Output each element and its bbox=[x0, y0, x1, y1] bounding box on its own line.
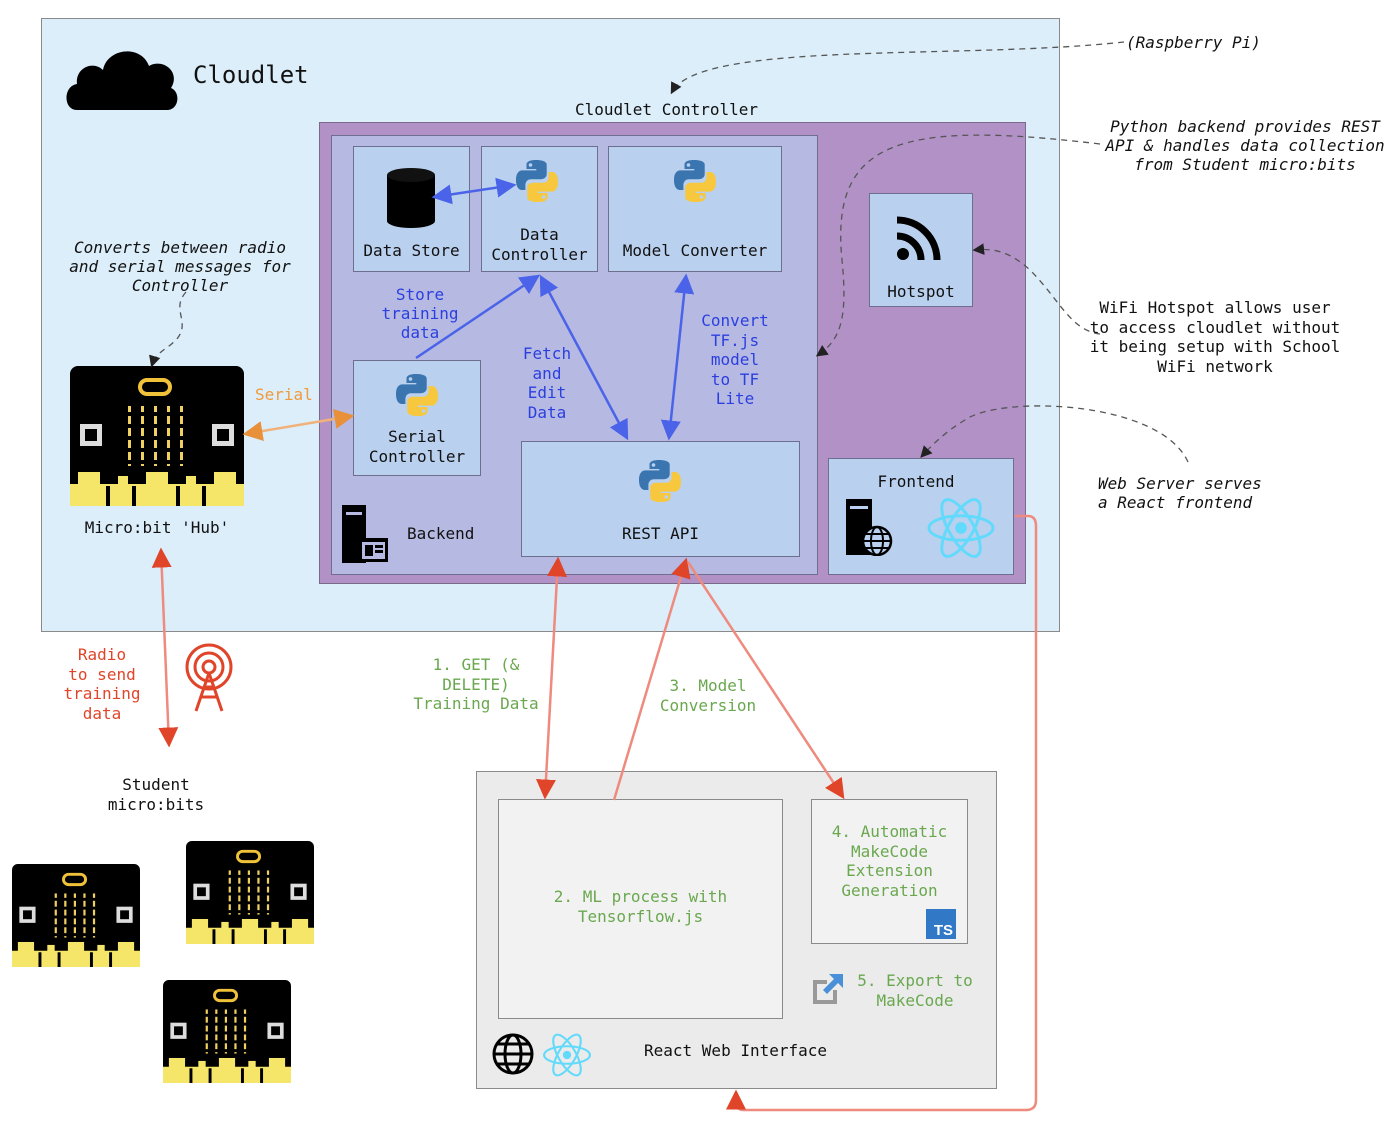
radio-label: Radio to send training data bbox=[63, 645, 141, 723]
model-conversion-label: 3. Model Conversion bbox=[659, 676, 757, 715]
typescript-icon: TS bbox=[926, 909, 956, 939]
ml-process-label: 2. ML process with Tensorflow.js bbox=[553, 887, 728, 926]
data-store-label: Data Store bbox=[363, 241, 460, 260]
hub-label: Micro:bit 'Hub' bbox=[84, 518, 230, 537]
web-interface-title: React Web Interface bbox=[644, 1041, 828, 1060]
radio-tower-icon bbox=[180, 643, 238, 717]
hotspot-label: Hotspot bbox=[887, 282, 955, 301]
web-server-icon bbox=[845, 498, 893, 560]
wifi-icon bbox=[895, 212, 945, 266]
server-icon bbox=[341, 504, 389, 568]
model-conversion-arrow bbox=[686, 561, 845, 800]
convert-label: Convert TF.js model to TF Lite bbox=[701, 311, 769, 408]
radio-arrow bbox=[151, 547, 179, 748]
converts-note: Converts between radio and serial messag… bbox=[69, 238, 291, 295]
fetch-edit-arrow bbox=[539, 274, 629, 441]
convert-arrow bbox=[660, 273, 695, 441]
globe-icon bbox=[491, 1032, 535, 1080]
frontend-label: Frontend bbox=[877, 472, 955, 491]
export-label: 5. Export to MakeCode bbox=[857, 971, 973, 1010]
web-server-note: Web Server serves a React frontend bbox=[1098, 474, 1262, 512]
cloudlet-title: Cloudlet bbox=[193, 61, 309, 89]
students-label: Student micro:bits bbox=[107, 775, 205, 814]
model-upload-arrow bbox=[612, 557, 691, 801]
ts-badge-text: TS bbox=[933, 922, 953, 939]
serial-arrow bbox=[242, 409, 355, 441]
rest-api-label: REST API bbox=[621, 524, 700, 543]
external-link-icon[interactable] bbox=[809, 970, 847, 1012]
makecode-gen-label: 4. Automatic MakeCode Extension Generati… bbox=[831, 822, 948, 900]
serial-to-datacontroller-arrow bbox=[415, 274, 541, 360]
backend-label: Backend bbox=[407, 524, 475, 543]
store-data-arrow bbox=[431, 177, 517, 205]
serial-controller-label: Serial Controller bbox=[368, 427, 466, 466]
raspberry-pi-note: (Raspberry Pi) bbox=[1126, 33, 1261, 52]
cloud-icon bbox=[63, 40, 181, 116]
fetch-edit-label: Fetch and Edit Data bbox=[522, 344, 572, 422]
get-delete-label: 1. GET (& DELETE) Training Data bbox=[413, 655, 539, 713]
data-controller-label: Data Controller bbox=[491, 225, 588, 264]
serial-label: Serial bbox=[255, 385, 313, 404]
ml-process-box bbox=[498, 799, 783, 1019]
database-icon bbox=[386, 167, 436, 233]
frontend-serve-arrow bbox=[726, 514, 1038, 1112]
model-converter-label: Model Converter bbox=[622, 241, 768, 260]
get-delete-arrow bbox=[535, 556, 568, 800]
cloudlet-controller-label: Cloudlet Controller bbox=[575, 100, 759, 119]
store-training-label: Store training data bbox=[381, 285, 459, 342]
python-backend-note: Python backend provides REST API & handl… bbox=[1105, 117, 1385, 174]
wifi-note: WiFi Hotspot allows user to access cloud… bbox=[1089, 298, 1341, 376]
